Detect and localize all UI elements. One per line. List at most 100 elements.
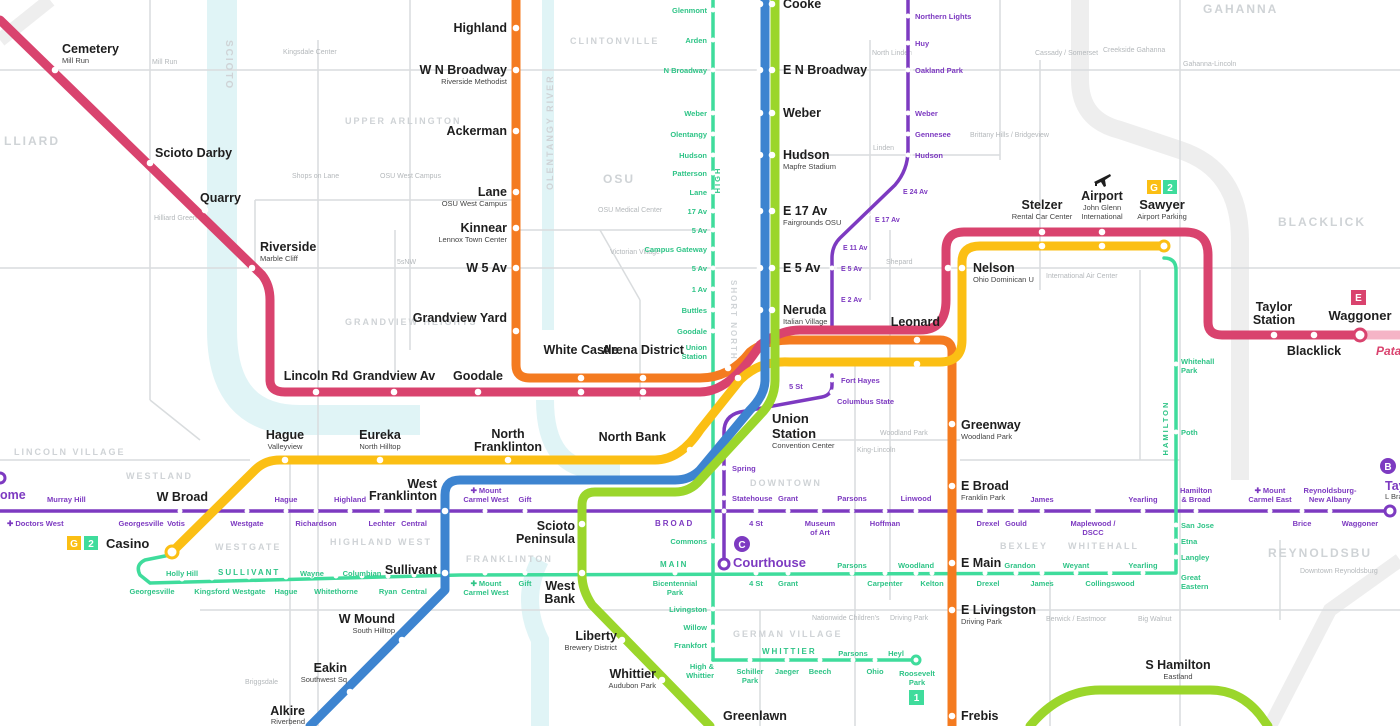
- station-huy[interactable]: Huy: [915, 39, 930, 48]
- station-campus-gateway[interactable]: Campus Gateway: [644, 245, 707, 254]
- station-northern-lights[interactable]: Northern Lights: [915, 12, 971, 21]
- station-p-drexel[interactable]: Drexel: [977, 519, 1000, 528]
- station-g-4st[interactable]: 4 St: [749, 579, 763, 588]
- station-p-e5[interactable]: E 5 Av: [841, 266, 862, 273]
- station-enb[interactable]: E N Broadway: [783, 63, 867, 77]
- station-17av[interactable]: 17 Av: [688, 207, 708, 216]
- station-g-grant[interactable]: Grant: [778, 579, 799, 588]
- station-g-goodale[interactable]: Goodale: [677, 327, 707, 336]
- station-high-whittier-1[interactable]: High &: [690, 662, 715, 671]
- station-whitehall-park-1[interactable]: Whitehall: [1181, 357, 1214, 366]
- station-gennesee[interactable]: Gennesee: [915, 130, 951, 139]
- terminal-waggoner[interactable]: [1352, 327, 1368, 343]
- station-greenlawn[interactable]: Greenlawn: [723, 709, 787, 723]
- station-g-yearling[interactable]: Yearling: [1128, 561, 1158, 570]
- station-columbus-state[interactable]: Columbus State: [837, 397, 894, 406]
- station-goodale[interactable]: Goodale: [453, 369, 503, 383]
- station-g-westgate[interactable]: Westgate: [232, 587, 265, 596]
- station-ohio[interactable]: Ohio: [866, 667, 883, 676]
- station-e-main[interactable]: E Main: [961, 556, 1001, 570]
- station-eakin[interactable]: Eakin: [314, 661, 347, 675]
- station-maplewood-1[interactable]: Maplewood /: [1071, 519, 1117, 528]
- station-kinnear[interactable]: Kinnear: [460, 221, 507, 235]
- station-g-james[interactable]: James: [1030, 579, 1053, 588]
- station-carpenter[interactable]: Carpenter: [867, 579, 903, 588]
- station-riverside[interactable]: Riverside: [260, 240, 316, 254]
- station-g-mcw-1[interactable]: ✚ Mount: [471, 579, 502, 588]
- station-bicentennial-1[interactable]: Bicentennial: [653, 579, 698, 588]
- station-courthouse[interactable]: Courthouse: [733, 555, 806, 570]
- station-jaeger[interactable]: Jaeger: [775, 667, 799, 676]
- station-grandview-av[interactable]: Grandview Av: [353, 369, 435, 383]
- station-mount-carmel-east-1[interactable]: ✚ Mount: [1255, 486, 1286, 495]
- station-e17[interactable]: E 17 Av: [783, 204, 827, 218]
- station-p-james[interactable]: James: [1030, 495, 1053, 504]
- station-cemetery[interactable]: Cemetery: [62, 42, 119, 56]
- station-willow[interactable]: Willow: [683, 623, 707, 632]
- station-waggoner[interactable]: Waggoner: [1328, 308, 1391, 323]
- station-museum-1[interactable]: Museum: [805, 519, 836, 528]
- station-5av-b[interactable]: 5 Av: [692, 264, 708, 273]
- station-w5av[interactable]: W 5 Av: [466, 261, 507, 275]
- station-langley[interactable]: Langley: [1181, 553, 1210, 562]
- station-sawyer[interactable]: Sawyer: [1139, 197, 1185, 212]
- station-union-station[interactable]: Union: [772, 411, 809, 426]
- station-ackerman[interactable]: Ackerman: [447, 124, 507, 138]
- station-schiller-1[interactable]: Schiller: [736, 667, 763, 676]
- station-n-broadway[interactable]: N Broadway: [664, 66, 708, 75]
- station-grandview-yard[interactable]: Grandview Yard: [413, 311, 507, 325]
- station-home[interactable]: ome: [0, 488, 26, 502]
- station-kelton[interactable]: Kelton: [920, 579, 944, 588]
- station-spring[interactable]: Spring: [732, 464, 756, 473]
- station-p-gift[interactable]: Gift: [519, 495, 532, 504]
- station-lechter[interactable]: Lechter: [368, 519, 395, 528]
- station-great-eastern-1[interactable]: Great: [1181, 573, 1201, 582]
- station-linwood[interactable]: Linwood: [901, 494, 932, 503]
- station-columbian[interactable]: Columbian: [343, 569, 382, 578]
- station-g-central[interactable]: Central: [401, 587, 427, 596]
- station-p-mount-carmel-west-1[interactable]: ✚ Mount: [471, 486, 502, 495]
- station-taylor-station-1[interactable]: Taylor: [1256, 300, 1293, 314]
- terminal-home[interactable]: [0, 471, 7, 485]
- station-p-e17[interactable]: E 17 Av: [875, 217, 900, 224]
- station-p-westgate[interactable]: Westgate: [230, 519, 263, 528]
- station-frankfort[interactable]: Frankfort: [674, 641, 707, 650]
- station-arden[interactable]: Arden: [685, 36, 707, 45]
- station-richardson[interactable]: Richardson: [295, 519, 337, 528]
- station-kingsford[interactable]: Kingsford: [194, 587, 230, 596]
- station-casino[interactable]: Casino: [106, 536, 149, 551]
- station-san-jose[interactable]: San Jose: [1181, 521, 1214, 530]
- station-reynoldsburg-1[interactable]: Reynoldsburg-: [1304, 486, 1357, 495]
- station-airport[interactable]: Airport: [1081, 189, 1124, 203]
- station-blacklick[interactable]: Blacklick: [1287, 344, 1341, 358]
- terminal-roosevelt[interactable]: [910, 654, 922, 666]
- station-parsons-b[interactable]: Parsons: [838, 649, 868, 658]
- station-fort-hayes[interactable]: Fort Hayes: [841, 376, 880, 385]
- station-p-highland[interactable]: Highland: [334, 495, 366, 504]
- station-pataskala[interactable]: Pata: [1376, 344, 1400, 358]
- station-weyant[interactable]: Weyant: [1063, 561, 1090, 570]
- station-wnb[interactable]: W N Broadway: [419, 63, 507, 77]
- station-holly-hill[interactable]: Holly Hill: [166, 569, 198, 578]
- station-doctors-west[interactable]: ✚ Doctors West: [7, 519, 64, 528]
- station-heyl[interactable]: Heyl: [888, 649, 904, 658]
- station-p-weber[interactable]: Weber: [915, 109, 938, 118]
- station-g-georgesville[interactable]: Georgesville: [129, 587, 174, 596]
- station-weber[interactable]: Weber: [783, 106, 821, 120]
- station-patterson[interactable]: Patterson: [672, 169, 707, 178]
- station-grant[interactable]: Grant: [778, 494, 799, 503]
- station-collingswood[interactable]: Collingswood: [1085, 579, 1135, 588]
- station-4st[interactable]: 4 St: [749, 519, 763, 528]
- terminal-sawyer[interactable]: [1157, 239, 1171, 253]
- station-p-central[interactable]: Central: [401, 519, 427, 528]
- station-g-drexel[interactable]: Drexel: [977, 579, 1000, 588]
- station-oakland-park[interactable]: Oakland Park: [915, 66, 964, 75]
- station-roosevelt-1[interactable]: Roosevelt: [899, 669, 935, 678]
- station-p-yearling[interactable]: Yearling: [1128, 495, 1158, 504]
- station-g-gift[interactable]: Gift: [519, 579, 532, 588]
- station-5av[interactable]: 5 Av: [692, 226, 708, 235]
- station-scioto-darby[interactable]: Scioto Darby: [155, 146, 232, 160]
- station-p-hague[interactable]: Hague: [275, 495, 298, 504]
- station-g-olentangy[interactable]: Olentangy: [670, 130, 708, 139]
- station-brice[interactable]: Brice: [1293, 519, 1312, 528]
